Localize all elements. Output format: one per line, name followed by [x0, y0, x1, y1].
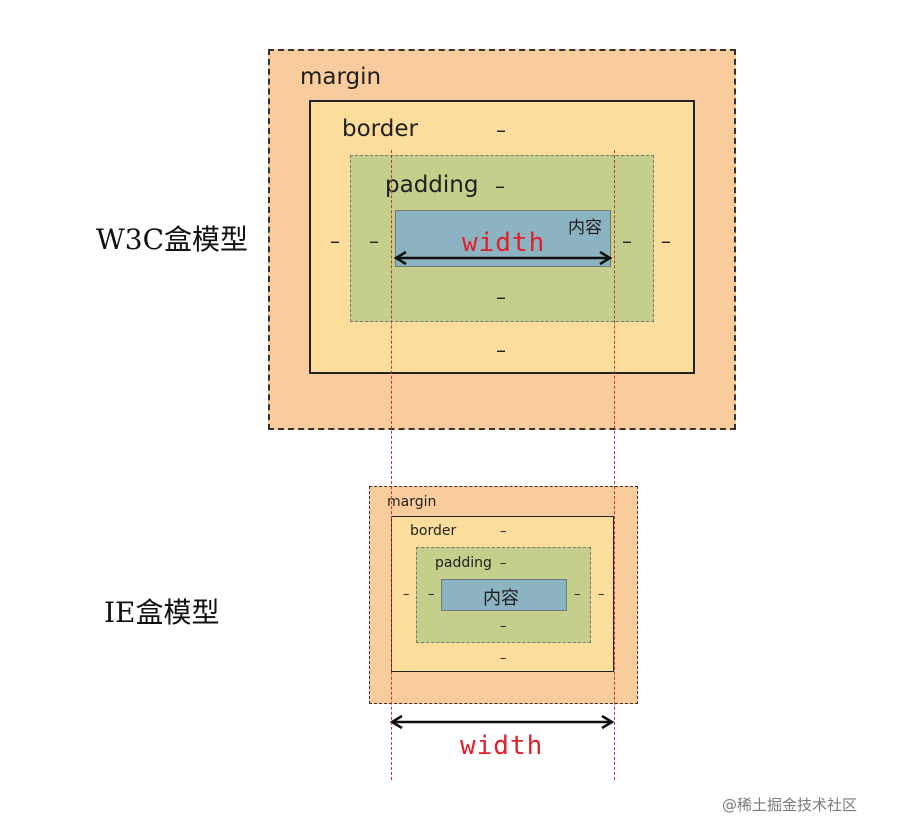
w3c-margin-left-dash: –	[330, 229, 340, 253]
w3c-padding-top-dash: –	[495, 174, 505, 198]
ie-border-top-dash: –	[500, 524, 507, 539]
w3c-border-top-dash: –	[496, 118, 506, 142]
ie-border-right-dash: –	[598, 587, 605, 602]
w3c-width-arrow	[393, 250, 613, 266]
ie-padding-right-dash: –	[574, 587, 581, 602]
w3c-padding-label: padding	[385, 172, 479, 198]
w3c-width-label: width	[462, 228, 546, 258]
ie-margin-label: margin	[387, 494, 437, 510]
w3c-border-left-dash: –	[369, 229, 379, 253]
ie-width-arrow	[389, 714, 615, 730]
ie-margin-left-dash: –	[403, 587, 410, 602]
w3c-border-right-dash: –	[661, 229, 671, 253]
right-guide-line	[614, 150, 615, 780]
w3c-border-bottom-dash: –	[496, 338, 506, 362]
ie-padding-label: padding	[435, 555, 492, 571]
w3c-margin-label: margin	[300, 64, 382, 90]
ie-border-bottom-dash: –	[500, 651, 507, 666]
w3c-content-label: 内容	[568, 218, 602, 238]
ie-border-label: border	[410, 523, 457, 539]
w3c-padding-bottom-dash: –	[496, 285, 506, 309]
ie-padding-top-dash: –	[500, 556, 507, 571]
ie-border-left-dash: –	[428, 587, 435, 602]
ie-content-label: 内容	[483, 588, 519, 609]
ie-content-box	[441, 579, 567, 611]
left-guide-line	[391, 150, 392, 780]
w3c-border-label: border	[342, 116, 418, 142]
watermark: @稀土掘金技术社区	[722, 796, 858, 814]
w3c-padding-right-dash: –	[622, 229, 632, 253]
w3c-model-title: W3C盒模型	[96, 223, 249, 256]
ie-padding-bottom-dash: –	[500, 619, 507, 634]
ie-width-label: width	[460, 731, 544, 761]
ie-model-title: IE盒模型	[104, 596, 220, 629]
